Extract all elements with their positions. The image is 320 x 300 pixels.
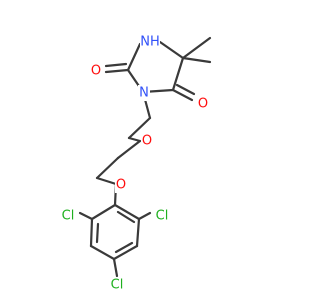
atom-label-o1: O xyxy=(91,64,101,79)
atom-background xyxy=(107,277,127,293)
bond-ar-inner-1 xyxy=(116,210,136,224)
atom-o1: O xyxy=(90,63,102,79)
bond-ar-inner-2 xyxy=(114,241,134,254)
bond-ar6-cl xyxy=(78,211,94,221)
atom-n3: N xyxy=(138,85,150,101)
atom-label-cl1: Cl xyxy=(156,209,169,224)
bond-c5-o-b xyxy=(175,83,196,96)
atom-label-nh: NH xyxy=(140,35,160,50)
atom-cl2: Cl xyxy=(58,208,78,224)
bond-ch2b-o xyxy=(127,136,142,143)
bond-ar5-ar6 xyxy=(89,217,94,248)
atom-o4: O xyxy=(115,177,127,193)
bond-ar3-ar4 xyxy=(112,244,139,261)
bond-c4-c5 xyxy=(171,56,185,92)
atom-background xyxy=(152,208,172,224)
atom-label-cl2: Cl xyxy=(62,209,75,224)
atom-background xyxy=(141,133,153,149)
bond-ar2-cl xyxy=(137,211,152,221)
bond-c2-nh xyxy=(126,42,142,72)
bond-ar2-ar3 xyxy=(135,217,141,248)
bond-nh-c4 xyxy=(158,40,185,60)
atom-label-o3: O xyxy=(142,134,152,149)
atom-background xyxy=(90,63,102,79)
atom-background xyxy=(138,85,150,101)
bond-c4-me1 xyxy=(181,36,212,60)
bond-c5-o-a xyxy=(171,88,194,102)
atom-nh: NH xyxy=(140,34,160,50)
bond-c2-o-a xyxy=(104,68,130,74)
bond-ar1-ar2 xyxy=(113,203,141,221)
atom-cl1: Cl xyxy=(152,208,172,224)
atom-label-n3: N xyxy=(139,86,149,101)
atom-cl3: Cl xyxy=(107,277,127,293)
atom-background xyxy=(140,34,160,50)
atom-o3: O xyxy=(141,133,153,149)
bond-ar-inner-3 xyxy=(95,222,100,244)
atom-background xyxy=(197,96,209,112)
bond-ch2d-o xyxy=(95,176,118,186)
atom-label-o4: O xyxy=(116,178,126,193)
atom-background xyxy=(58,208,78,224)
bond-c4-me2 xyxy=(181,56,212,64)
bond-ar6-ar1 xyxy=(90,203,117,221)
bond-ch2a-ch2b xyxy=(127,116,152,140)
atom-label-o2: O xyxy=(198,97,208,112)
bond-o-ch2c xyxy=(116,139,142,160)
bond-ar4-cl xyxy=(112,257,119,278)
bond-ar4-ar5 xyxy=(89,244,116,261)
atom-o2: O xyxy=(197,96,209,112)
atom-background xyxy=(115,177,127,193)
atom-label-cl3: Cl xyxy=(111,278,124,293)
bond-ch2c-ch2d xyxy=(95,156,120,180)
bond-c2-o-b xyxy=(104,62,128,68)
